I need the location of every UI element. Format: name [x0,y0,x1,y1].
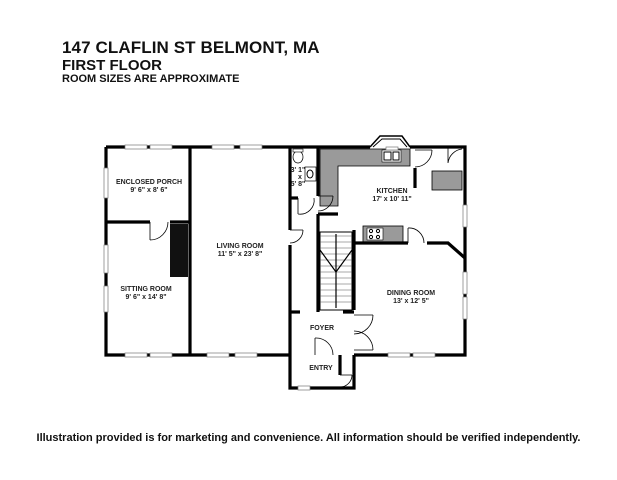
refrigerator [431,170,463,191]
half-bath-fixtures [292,148,317,182]
half-bath-x: x [298,174,302,181]
kitchen-sink [381,149,402,163]
room-size-note: ROOM SIZES ARE APPROXIMATE [62,73,240,85]
fireplace [170,224,188,277]
enclosed-porch-label: ENCLOSED PORCH [116,179,182,186]
sitting-room-label: SITTING ROOM [120,286,172,293]
half-bath-dim1: 3' 1" [291,167,306,174]
half-bath-dim2: 5' 8" [291,181,306,188]
sitting-room-size: 9' 6" x 14' 8" [125,294,166,301]
property-address: 147 CLAFLIN ST BELMONT, MA [62,38,320,57]
foyer-label: FOYER [310,325,334,332]
kitchen-size: 17' x 10' 11" [372,196,411,203]
kitchen-label: KITCHEN [376,188,407,195]
windows [103,144,468,391]
entry-label: ENTRY [309,365,333,372]
dining-room-label: DINING ROOM [387,290,435,297]
living-room-label: LIVING ROOM [216,243,263,250]
bay-window [369,135,411,148]
disclaimer-text: Illustration provided is for marketing a… [36,432,581,444]
living-room-size: 11' 5" x 23' 8" [218,251,263,258]
floor-title: FIRST FLOOR [62,57,162,74]
enclosed-porch-size: 9' 6" x 8' 6" [130,187,167,194]
stove [366,227,384,241]
staircase [319,231,353,311]
interior-walls [106,147,467,375]
doors [149,147,463,388]
dining-room-size: 13' x 12' 5" [393,298,429,305]
kitchen-counter [319,148,411,207]
